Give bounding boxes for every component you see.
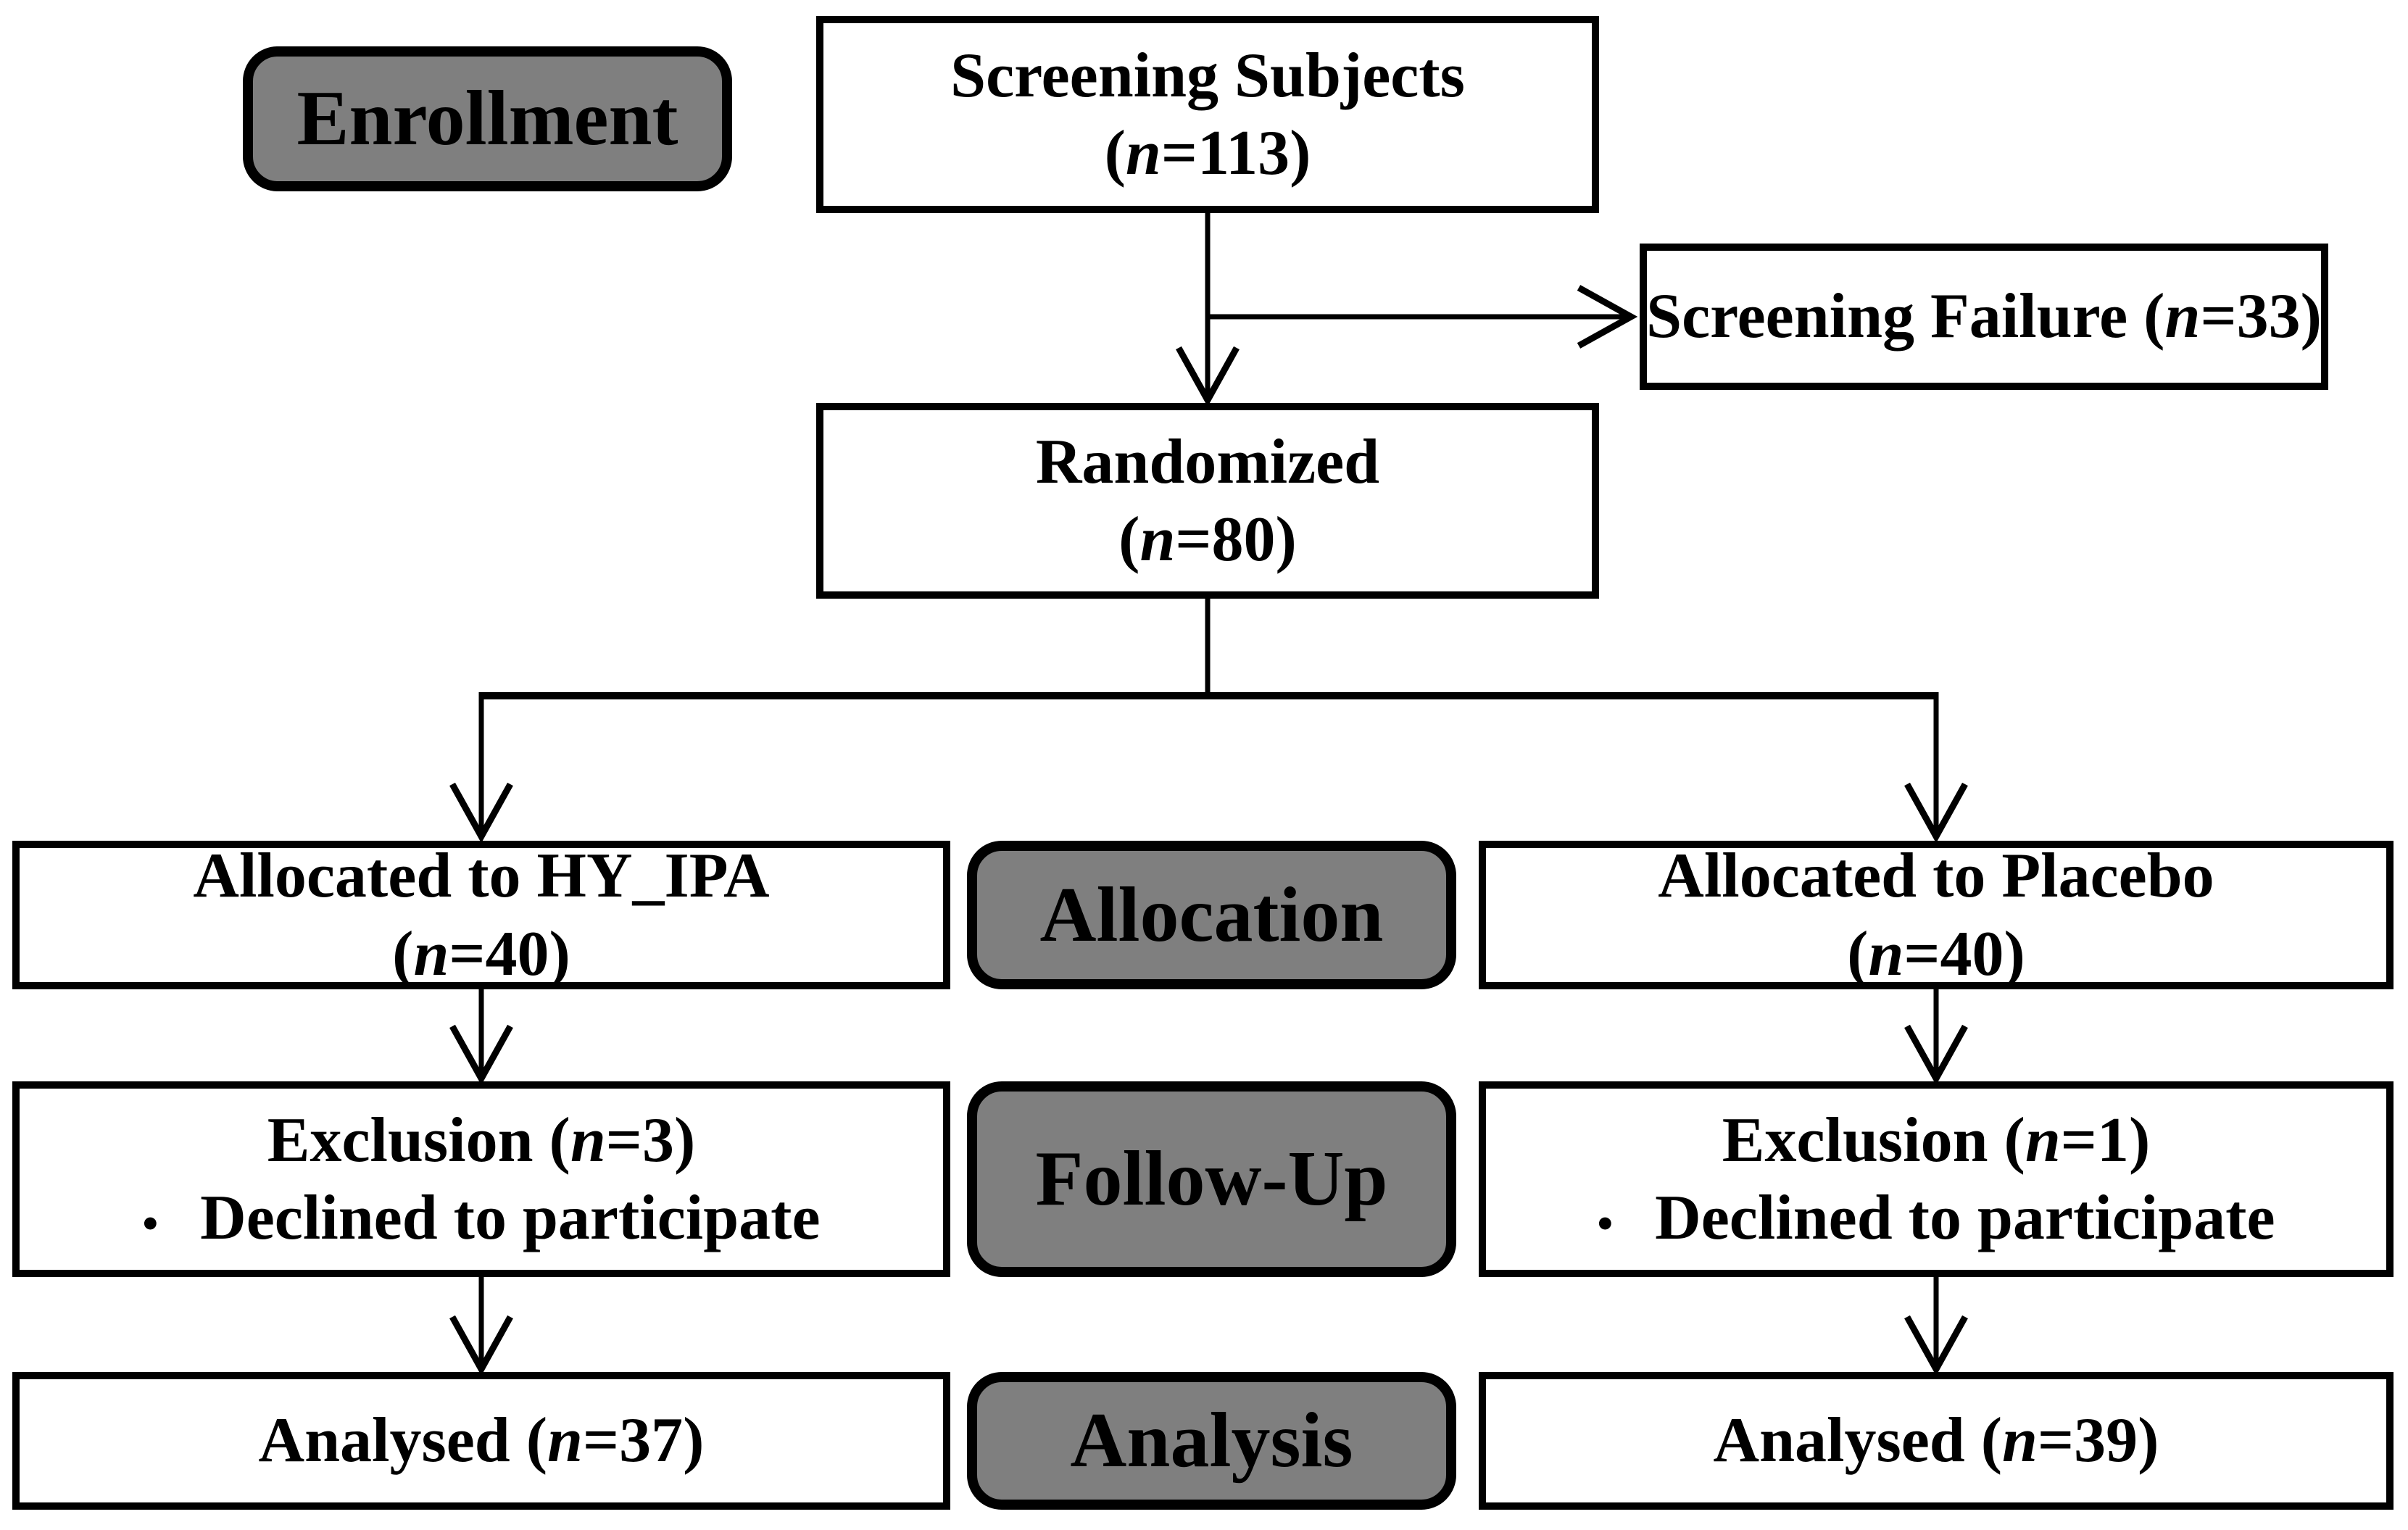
analysed-placebo-n: (n=39) <box>1980 1405 2159 1476</box>
stage-label-enrollment: Enrollment <box>243 46 732 191</box>
bullet-icon: • <box>142 1200 159 1249</box>
arrowhead-into-randomized <box>1176 346 1240 407</box>
randomized-title: Randomized <box>1035 426 1380 497</box>
allocated-hyipa-n: (n=40) <box>392 918 570 989</box>
flow-node-allocated-hyipa: Allocated to HY_IPA (n=40) <box>12 841 950 989</box>
stage-label-follow-up: Follow-Up <box>967 1081 1456 1277</box>
flow-node-screening-failure: Screening Failure (n=33) <box>1640 244 2328 390</box>
allocated-placebo-title: Allocated to Placebo <box>1658 841 2214 912</box>
exclusion-hyipa-reason: Declined to participate <box>200 1183 821 1253</box>
flow-node-screening-subjects: Screening Subjects (n=113) <box>816 16 1599 213</box>
stage-label-enrollment-text: Enrollment <box>296 75 678 162</box>
screening-n: (n=113) <box>1104 118 1311 188</box>
flow-node-exclusion-placebo: Exclusion (n=1) • Declined to participat… <box>1479 1081 2394 1277</box>
allocated-hyipa-title: Allocated to HY_IPA <box>193 841 770 912</box>
flow-node-exclusion-hyipa: Exclusion (n=3) • Declined to participat… <box>12 1081 950 1277</box>
arrowhead-into-alloc-hyipa <box>449 782 513 844</box>
screening-title: Screening Subjects <box>950 40 1465 111</box>
flow-node-analysed-placebo: Analysed (n=39) <box>1479 1372 2394 1510</box>
stage-label-follow-up-text: Follow-Up <box>1035 1136 1388 1222</box>
analysed-placebo-title: Analysed <box>1713 1405 1965 1476</box>
screening-failure-title: Screening Failure <box>1646 281 2128 352</box>
stage-label-allocation: Allocation <box>967 841 1456 989</box>
arrowhead-into-excl-hyipa <box>449 1024 513 1086</box>
allocated-placebo-n: (n=40) <box>1847 918 2025 989</box>
stage-label-analysis-text: Analysis <box>1070 1397 1353 1484</box>
flow-node-randomized: Randomized (n=80) <box>816 403 1599 599</box>
exclusion-placebo-title: Exclusion <box>1722 1105 1988 1176</box>
arrowhead-into-analysed-hyipa <box>449 1315 513 1376</box>
arrowhead-into-alloc-placebo <box>1904 782 1968 844</box>
screening-failure-n: (n=33) <box>2143 281 2322 352</box>
stage-label-allocation-text: Allocation <box>1039 871 1384 958</box>
arrowhead-into-screening-failure <box>1577 285 1638 349</box>
randomized-n: (n=80) <box>1118 504 1297 575</box>
exclusion-placebo-n: (n=1) <box>2004 1105 2151 1176</box>
arrowhead-into-excl-placebo <box>1904 1024 1968 1086</box>
exclusion-hyipa-title: Exclusion <box>267 1105 534 1176</box>
flow-node-allocated-placebo: Allocated to Placebo (n=40) <box>1479 841 2394 989</box>
analysed-hyipa-n: (n=37) <box>526 1405 705 1476</box>
bullet-icon: • <box>1597 1200 1614 1249</box>
stage-label-analysis: Analysis <box>967 1372 1456 1510</box>
analysed-hyipa-title: Analysed <box>258 1405 510 1476</box>
flow-node-analysed-hyipa: Analysed (n=37) <box>12 1372 950 1510</box>
exclusion-hyipa-n: (n=3) <box>549 1105 696 1176</box>
arrowhead-into-analysed-placebo <box>1904 1315 1968 1376</box>
exclusion-placebo-reason: Declined to participate <box>1655 1183 2275 1253</box>
